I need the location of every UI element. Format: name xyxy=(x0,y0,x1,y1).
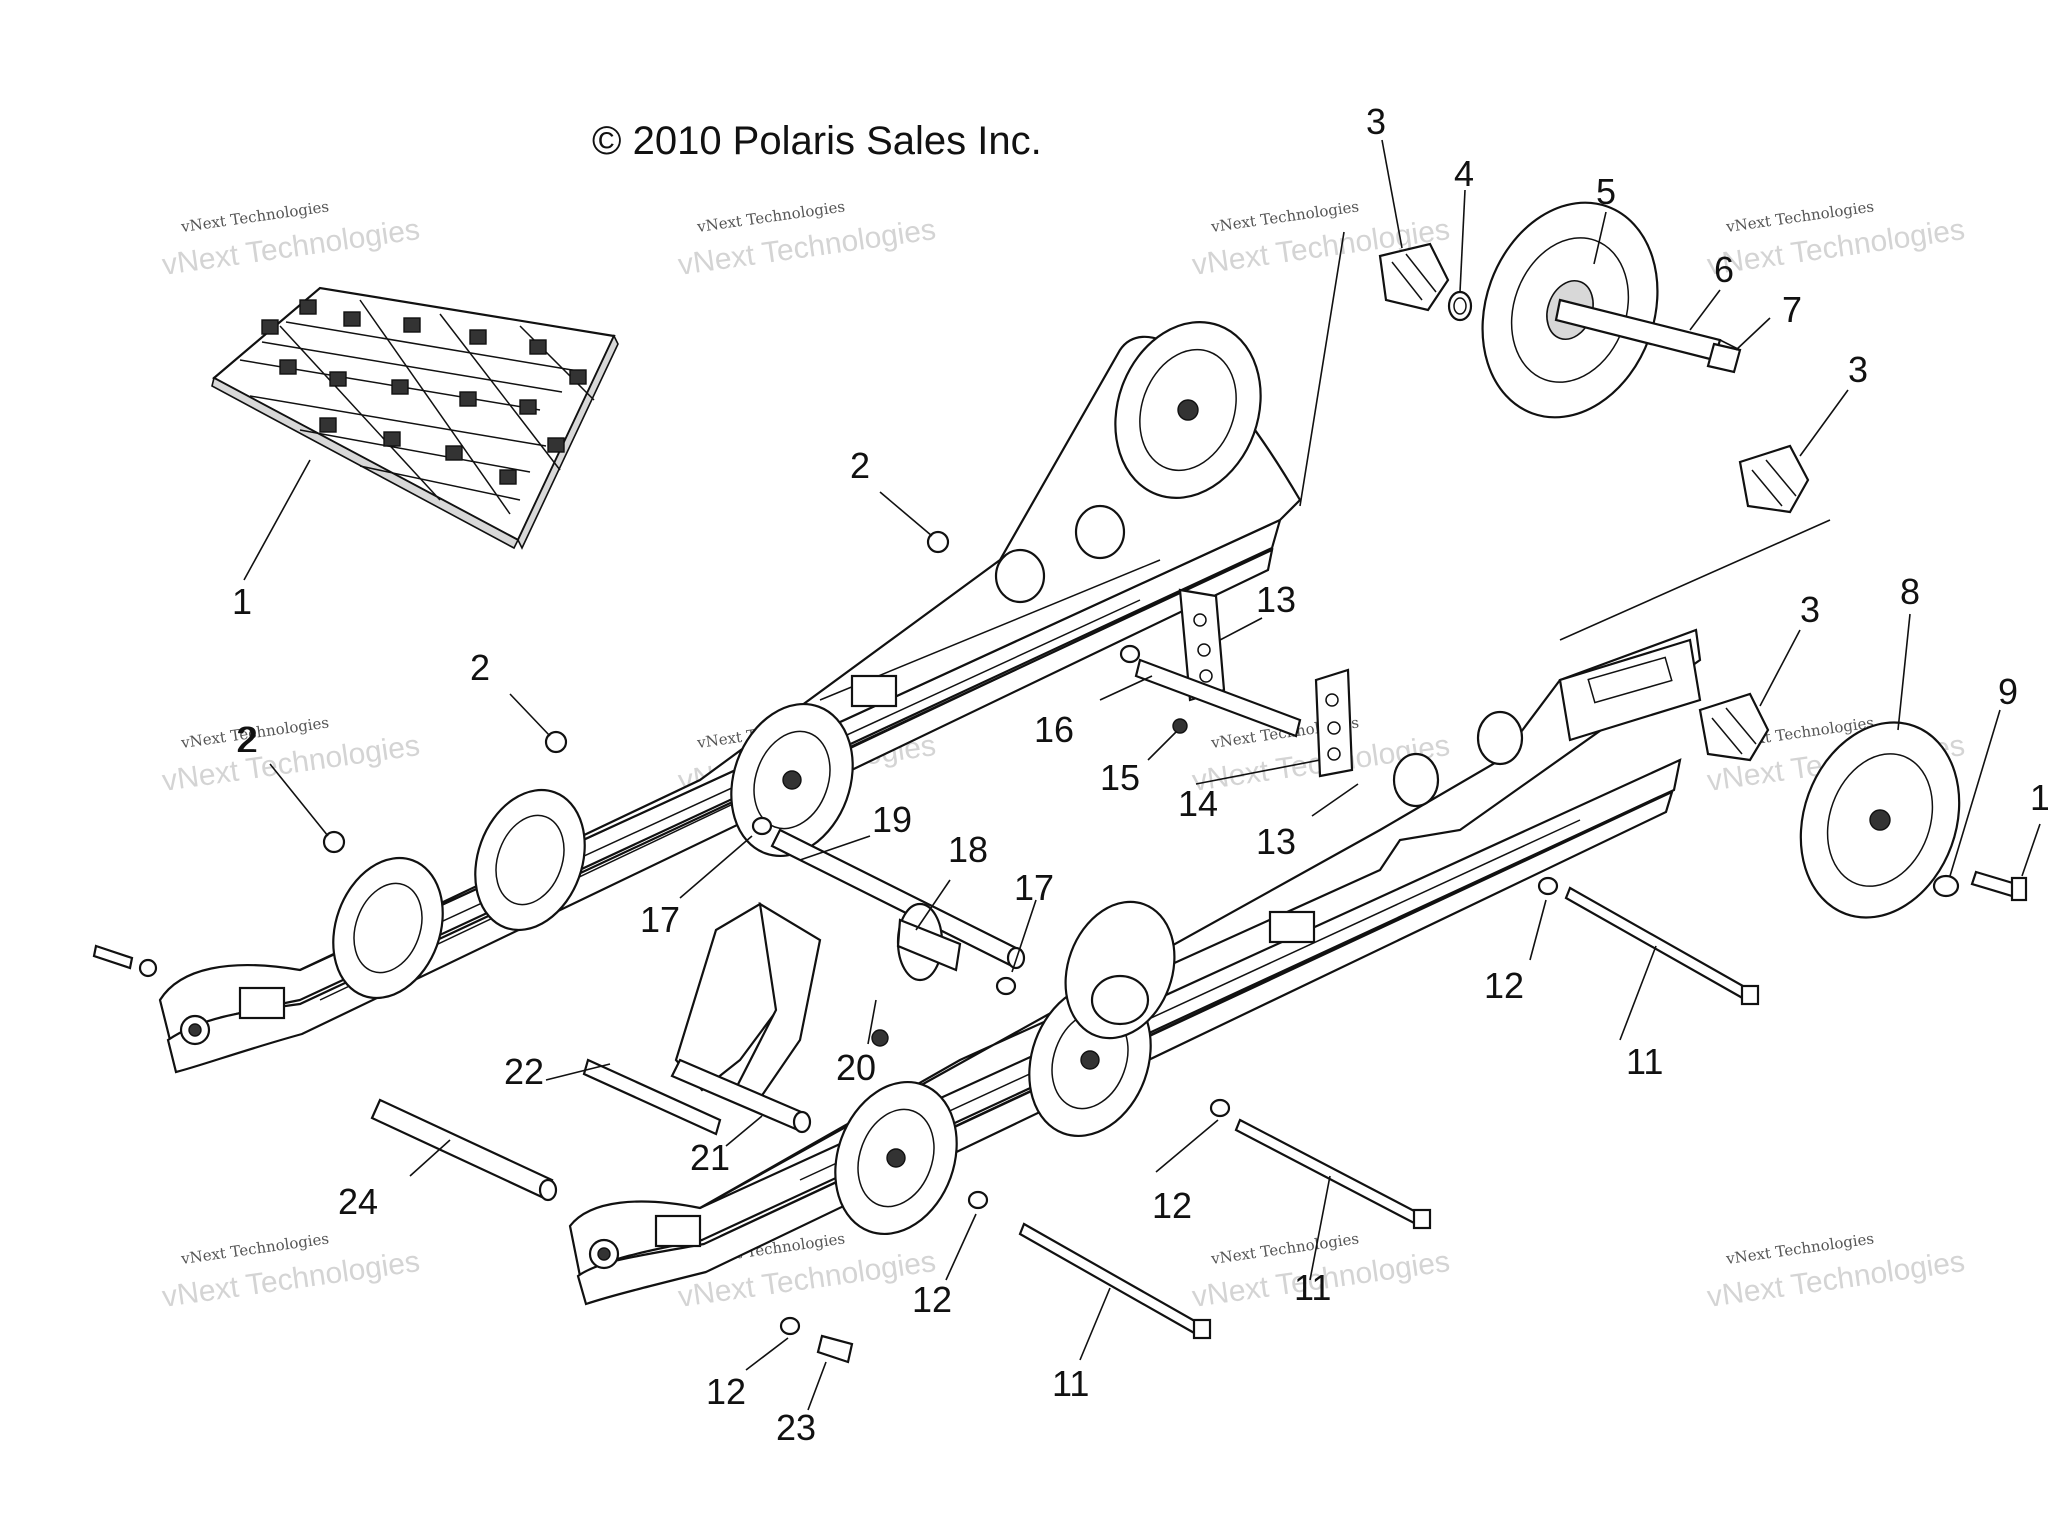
watermark: vNext Technologies vNext Technologies xyxy=(1705,1229,1967,1313)
washer-9 xyxy=(1932,874,1960,898)
callout: 12 xyxy=(912,1279,952,1320)
callout: 2 xyxy=(850,445,870,486)
callout: 9 xyxy=(1998,671,2018,712)
bearing-cap-3a xyxy=(1378,242,1450,312)
wheel-lower-front-b xyxy=(834,1080,958,1236)
leader-lines xyxy=(243,139,2041,1411)
watermark: vNext Technologies vNext Technologies xyxy=(676,197,938,281)
watermark: vNext Technologies vNext Technologies xyxy=(160,1229,422,1313)
washer-13 xyxy=(1119,644,1141,664)
callout: 12 xyxy=(706,1371,746,1412)
callout: 13 xyxy=(1256,821,1296,862)
callout: 17 xyxy=(640,899,680,940)
callout: 21 xyxy=(690,1137,730,1178)
callout: 5 xyxy=(1596,171,1616,212)
callout: 2 xyxy=(238,719,258,760)
wheel-upper-front-b xyxy=(332,856,444,1000)
washer-12-rear xyxy=(1537,876,1559,896)
washer-12-low xyxy=(779,1316,801,1336)
washer-17b xyxy=(995,976,1017,996)
shaft-16 xyxy=(1134,658,1302,738)
wheel-upper-rear xyxy=(1114,321,1262,499)
callout: 3 xyxy=(1800,589,1820,630)
bracket-13 xyxy=(1178,588,1226,702)
callout: 22 xyxy=(504,1051,544,1092)
block-lower-2 xyxy=(1476,710,1524,766)
callout-labels: 1 2 2 2 2 3 3 3 4 5 6 7 8 9 1 13 13 16 1… xyxy=(232,101,2048,1448)
washer-12-mid xyxy=(1209,1098,1231,1118)
callout: 15 xyxy=(1100,757,1140,798)
idler-18 xyxy=(896,902,962,982)
callout: 1 xyxy=(2030,777,2048,818)
copyright-text: © 2010 Polaris Sales Inc. xyxy=(592,119,1042,163)
bearing-cap-3c xyxy=(1698,692,1770,762)
bracket-14 xyxy=(1314,668,1354,778)
washer-17a xyxy=(751,816,773,836)
bolt-23 xyxy=(816,1334,854,1364)
callout: 6 xyxy=(1714,249,1734,290)
shaft-11-front xyxy=(1018,1222,1212,1340)
block-lower-1 xyxy=(1392,752,1440,808)
block-upper-1 xyxy=(1074,504,1126,560)
shaft-24 xyxy=(370,1098,558,1202)
shaft-21 xyxy=(670,1058,812,1134)
callout: 20 xyxy=(836,1047,876,1088)
callout: 17 xyxy=(1014,867,1054,908)
nut-2a xyxy=(926,530,950,554)
washer-12-front xyxy=(967,1190,989,1210)
wheel-upper-front-a xyxy=(474,788,586,932)
shaft-11-rear xyxy=(1564,886,1760,1006)
callout: 4 xyxy=(1454,153,1474,194)
callout: 1 xyxy=(232,581,252,622)
callout: 11 xyxy=(1052,1363,1089,1404)
callout: 12 xyxy=(1152,1185,1192,1226)
bearing-cap-3b xyxy=(1738,444,1810,514)
callout: 18 xyxy=(948,829,988,870)
nut-2c xyxy=(322,830,346,854)
callout: 12 xyxy=(1484,965,1524,1006)
block-upper-2 xyxy=(994,548,1046,604)
callout: 8 xyxy=(1900,571,1920,612)
shaft-11-mid xyxy=(1234,1118,1432,1230)
callout: 2 xyxy=(470,647,490,688)
nut-2b xyxy=(544,730,568,754)
rail-end-bracket xyxy=(1558,638,1702,742)
shock-mount xyxy=(1090,974,1150,1026)
callout: 24 xyxy=(338,1181,378,1222)
wheel-8 xyxy=(1799,721,1961,919)
ring-4 xyxy=(1447,290,1473,322)
nut-15 xyxy=(1172,718,1188,734)
callout: 23 xyxy=(776,1407,816,1448)
callout: 11 xyxy=(1294,1267,1331,1308)
bolt-10 xyxy=(1970,870,2028,902)
callout: 2 xyxy=(236,719,256,760)
callout: 3 xyxy=(1366,101,1386,142)
callout: 14 xyxy=(1178,783,1218,824)
watermark: vNext Technologies vNext Technologies xyxy=(160,197,422,281)
callout: 16 xyxy=(1034,709,1074,750)
callout: 19 xyxy=(872,799,912,840)
bolt-upper-left xyxy=(92,944,158,978)
callout: 7 xyxy=(1782,289,1802,330)
watermark: vNext Technologies vNext Technologies xyxy=(1705,197,1967,281)
callout: 13 xyxy=(1256,579,1296,620)
axle-6-7 xyxy=(1554,298,1742,374)
callout: 11 xyxy=(1626,1041,1663,1082)
nut-20 xyxy=(871,1029,889,1047)
pivot-arm-22 xyxy=(582,901,822,1136)
callout: 3 xyxy=(1848,349,1868,390)
watermark: vNext Technologies vNext Technologies xyxy=(160,713,422,797)
slide-block-pad xyxy=(211,286,619,550)
